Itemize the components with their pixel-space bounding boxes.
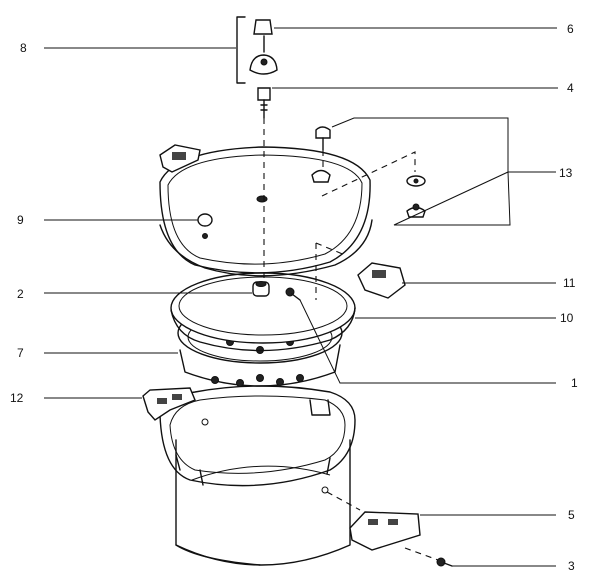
callout-1: 1 <box>571 376 578 390</box>
callout-4: 4 <box>567 81 574 95</box>
assembly-lines <box>263 118 439 561</box>
callout-7: 7 <box>17 346 24 360</box>
callout-9: 9 <box>17 213 24 227</box>
cooker-lid <box>159 144 373 277</box>
callout-6: 6 <box>567 22 574 36</box>
safety-plug-parts <box>311 126 426 218</box>
pressure-regulator-assembly <box>236 16 278 119</box>
callout-11: 11 <box>563 276 576 290</box>
pot-handle-right <box>349 511 421 551</box>
handle-screw <box>436 557 453 567</box>
callout-numbers: 1 2 3 4 5 6 7 8 9 10 11 12 13 <box>10 22 578 573</box>
callout-12: 12 <box>10 391 24 405</box>
sealing-ring <box>170 272 356 352</box>
callout-5: 5 <box>568 508 575 522</box>
callout-13: 13 <box>559 166 573 180</box>
screw-part <box>285 287 301 301</box>
callout-8: 8 <box>20 41 27 55</box>
valve-seat <box>252 281 270 297</box>
callout-3: 3 <box>568 559 575 573</box>
leader-lines <box>44 27 558 567</box>
cooker-pot <box>142 385 356 566</box>
callout-10: 10 <box>560 311 574 325</box>
lid-handle-right <box>357 262 406 299</box>
callout-2: 2 <box>17 287 24 301</box>
